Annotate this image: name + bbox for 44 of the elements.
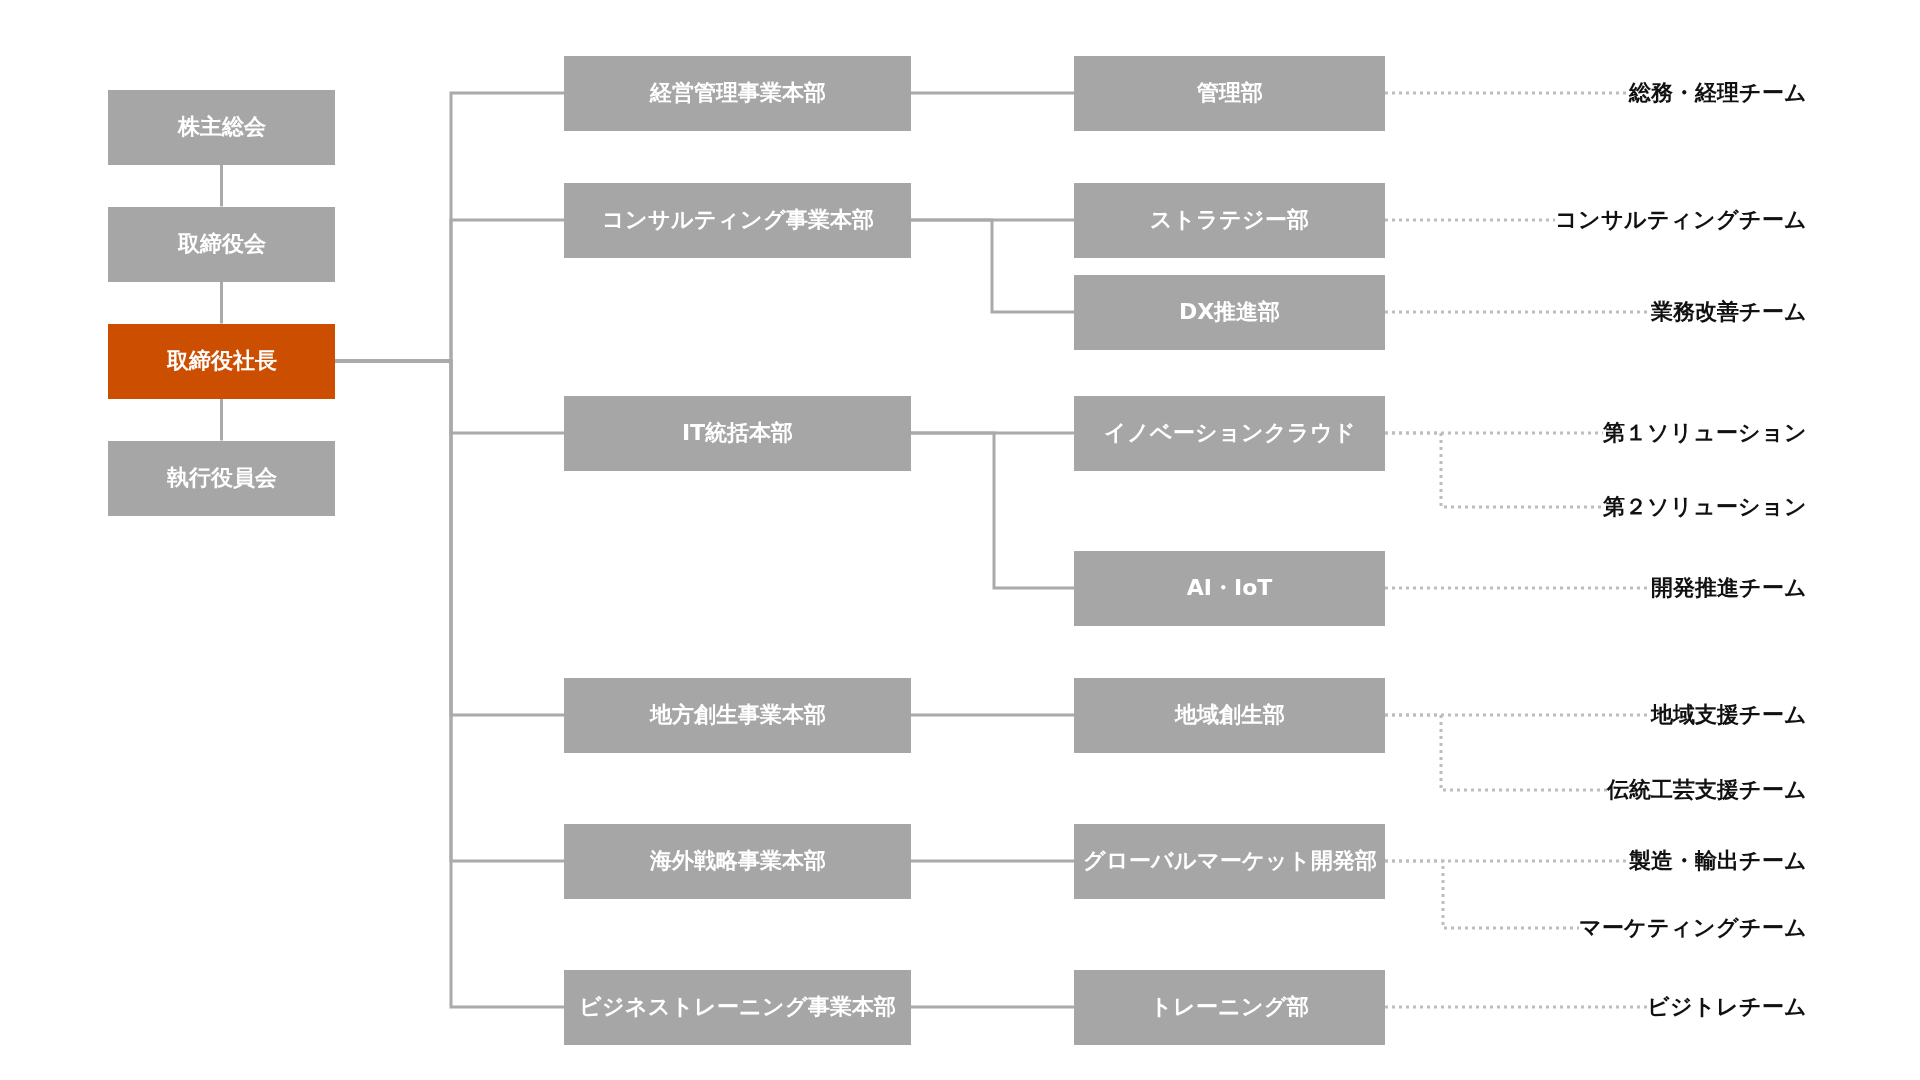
org-box: ストラテジー部 bbox=[1074, 182, 1385, 258]
org-box: 取締役会 bbox=[108, 206, 335, 282]
org-box: 執行役員会 bbox=[108, 440, 335, 516]
org-box: グローバルマーケット開発部 bbox=[1074, 823, 1385, 899]
team-label: 伝統工芸支援チーム bbox=[1607, 772, 1807, 808]
team-label: 業務改善チーム bbox=[1651, 294, 1807, 330]
team-label: 製造・輸出チーム bbox=[1629, 843, 1807, 879]
connector-line bbox=[911, 713, 1074, 717]
connector-line bbox=[911, 91, 1074, 95]
connector-line bbox=[220, 398, 223, 441]
org-box: コンサルティング事業本部 bbox=[564, 182, 911, 258]
org-box: AI・IoT bbox=[1074, 550, 1385, 626]
org-box: 株主総会 bbox=[108, 89, 335, 165]
connector-line bbox=[220, 281, 223, 324]
org-box: トレーニング部 bbox=[1074, 969, 1385, 1045]
team-label: 地域支援チーム bbox=[1651, 697, 1807, 733]
dotted-connector bbox=[1385, 431, 1603, 509]
team-label: コンサルティングチーム bbox=[1555, 202, 1807, 238]
dotted-connector bbox=[1385, 91, 1629, 95]
org-box: 地域創生部 bbox=[1074, 677, 1385, 753]
org-box: 経営管理事業本部 bbox=[564, 55, 911, 131]
org-box: IT統括本部 bbox=[564, 395, 911, 471]
org-box: 取締役社長 bbox=[108, 323, 335, 399]
dotted-connector bbox=[1385, 1005, 1647, 1009]
connector-line bbox=[911, 218, 1074, 314]
connector-line bbox=[911, 859, 1074, 863]
dotted-connector bbox=[1385, 859, 1579, 930]
connector-line bbox=[220, 164, 223, 207]
org-box: ビジネストレーニング事業本部 bbox=[564, 969, 911, 1045]
org-box: 海外戦略事業本部 bbox=[564, 823, 911, 899]
team-label: 第２ソリューション bbox=[1603, 489, 1807, 525]
dotted-connector bbox=[1385, 713, 1607, 792]
connector-line bbox=[911, 1005, 1074, 1009]
team-label: マーケティングチーム bbox=[1579, 910, 1807, 946]
org-box: 管理部 bbox=[1074, 55, 1385, 131]
team-label: ビジトレチーム bbox=[1647, 989, 1807, 1025]
connector-line bbox=[911, 431, 1074, 590]
org-box: DX推進部 bbox=[1074, 274, 1385, 350]
org-box: 地方創生事業本部 bbox=[564, 677, 911, 753]
team-label: 第１ソリューション bbox=[1603, 415, 1807, 451]
org-box: イノベーションクラウド bbox=[1074, 395, 1385, 471]
dotted-connector bbox=[1385, 218, 1555, 222]
team-label: 開発推進チーム bbox=[1651, 570, 1807, 606]
team-label: 総務・経理チーム bbox=[1629, 75, 1807, 111]
